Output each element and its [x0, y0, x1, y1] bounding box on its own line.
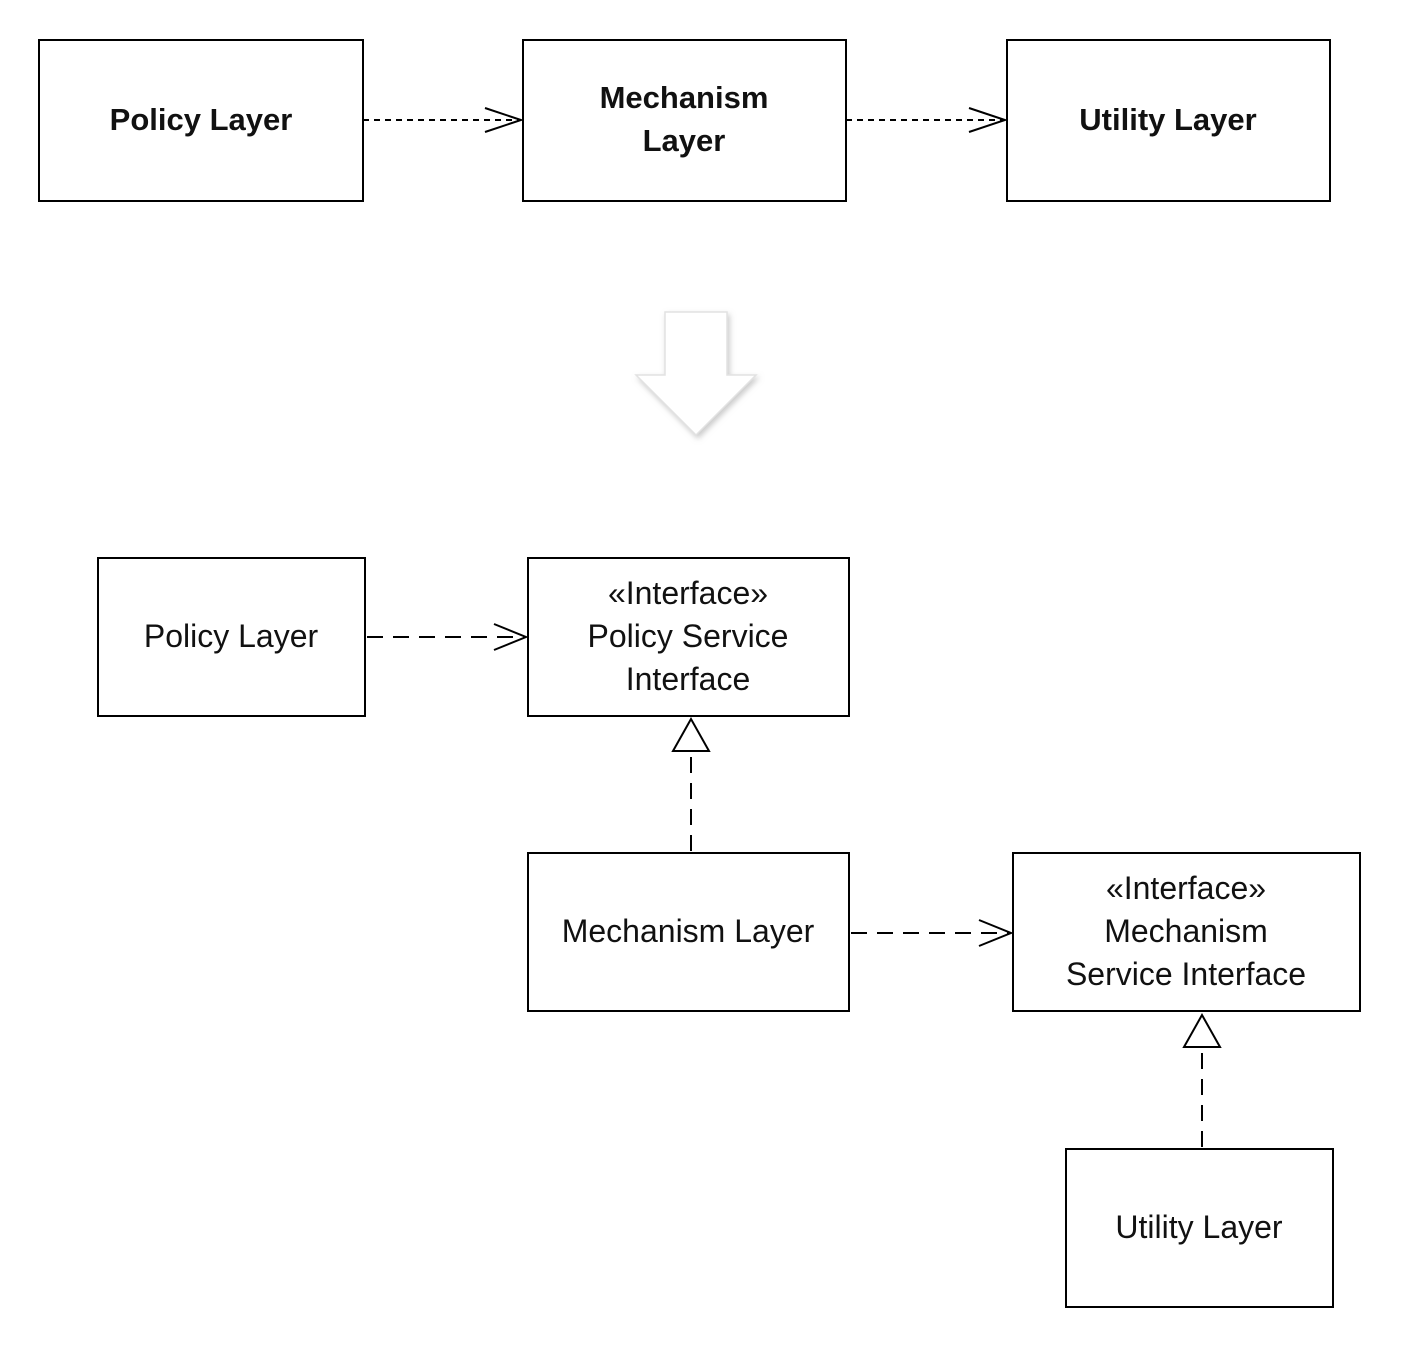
realization-mechanism-to-policy-interface: [671, 716, 711, 851]
after-utility-layer-label: Utility Layer: [1115, 1209, 1283, 1245]
before-mechanism-layer-label-line1: Mechanism: [600, 80, 769, 115]
policy-interface-stereotype: «Interface»: [608, 575, 768, 611]
open-arrowhead-icon: [493, 623, 529, 651]
before-utility-layer-label: Utility Layer: [1079, 102, 1256, 137]
hollow-triangle-icon: [1182, 1012, 1222, 1048]
before-mechanism-layer-label-line2: Layer: [643, 123, 726, 158]
before-dependency-mechanism-to-utility: [846, 107, 1009, 133]
after-mechanism-layer-label: Mechanism Layer: [562, 913, 815, 949]
before-policy-layer-label: Policy Layer: [110, 102, 293, 137]
after-utility-layer-box: Utility Layer: [1065, 1148, 1334, 1308]
policy-interface-label-line2: Interface: [626, 661, 751, 697]
policy-service-interface-box: «Interface» Policy Service Interface: [527, 557, 850, 717]
after-dependency-mechanism-to-interface: [851, 919, 1014, 947]
before-dependency-policy-to-mechanism: [363, 107, 525, 133]
policy-interface-label-line1: Policy Service: [588, 618, 789, 654]
mechanism-service-interface-box: «Interface» Mechanism Service Interface: [1012, 852, 1361, 1012]
after-dependency-policy-to-interface: [367, 623, 529, 651]
open-arrowhead-icon: [968, 107, 1009, 133]
mechanism-interface-label-line1: Mechanism: [1104, 913, 1268, 949]
before-diagram: Policy Layer Mechanism Layer Utility Lay…: [38, 39, 1331, 202]
after-policy-layer-label: Policy Layer: [144, 618, 319, 654]
after-mechanism-layer-box: Mechanism Layer: [527, 852, 850, 1012]
down-arrow-icon: [634, 311, 758, 437]
before-utility-layer-box: Utility Layer: [1006, 39, 1331, 202]
mechanism-interface-stereotype: «Interface»: [1106, 870, 1266, 906]
open-arrowhead-icon: [978, 919, 1014, 947]
hollow-triangle-icon: [671, 716, 711, 752]
after-diagram: Policy Layer «Interface» Policy Service …: [97, 557, 1361, 1308]
mechanism-interface-label-line2: Service Interface: [1066, 956, 1306, 992]
before-policy-layer-box: Policy Layer: [38, 39, 364, 202]
realization-utility-to-mechanism-interface: [1182, 1012, 1222, 1147]
open-arrowhead-icon: [484, 107, 525, 133]
before-mechanism-layer-box: Mechanism Layer: [522, 39, 847, 202]
after-policy-layer-box: Policy Layer: [97, 557, 366, 717]
